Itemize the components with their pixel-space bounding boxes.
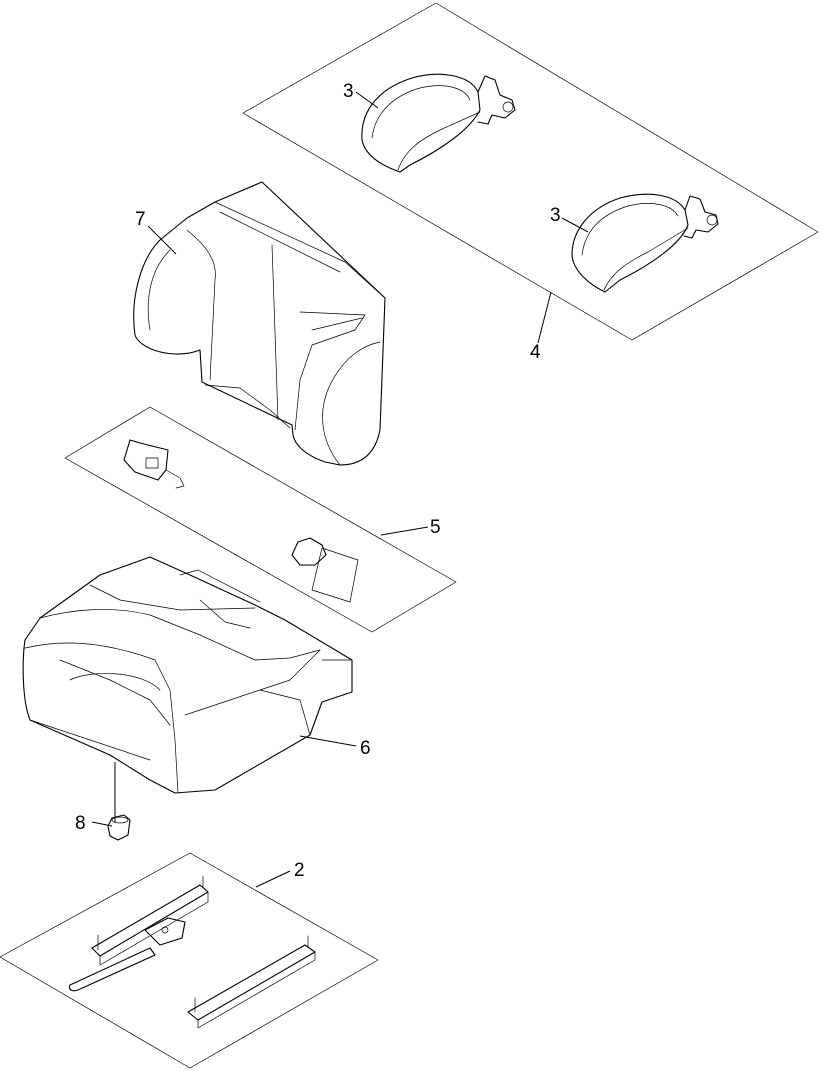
callout-8: 8 [75, 813, 86, 834]
slide-rail-right [187, 935, 316, 1029]
mounting-spacer [107, 814, 131, 841]
callout-2: 2 [294, 860, 305, 881]
slide-rail-kit-panel [0, 852, 379, 1069]
callout-7: 7 [135, 209, 146, 230]
armrest-kit-panel [242, 2, 819, 341]
belt-buckle [123, 439, 185, 489]
armrest-lower [571, 193, 719, 293]
seat-cushion [22, 556, 353, 794]
leader-lines [91, 91, 589, 888]
callout-4: 4 [530, 342, 541, 363]
slide-rail-left [68, 875, 209, 992]
callout-6: 6 [360, 738, 371, 759]
callout-3-upper: 3 [343, 81, 354, 102]
callout-3-lower: 3 [550, 205, 561, 226]
callout-5: 5 [430, 517, 441, 538]
callout-labels: 2 3 3 4 5 6 7 8 [75, 81, 561, 881]
backrest-cushion [133, 181, 386, 466]
belt-tongue [291, 537, 359, 603]
armrest-upper [361, 73, 516, 173]
seat-belt-kit-panel [64, 406, 457, 633]
